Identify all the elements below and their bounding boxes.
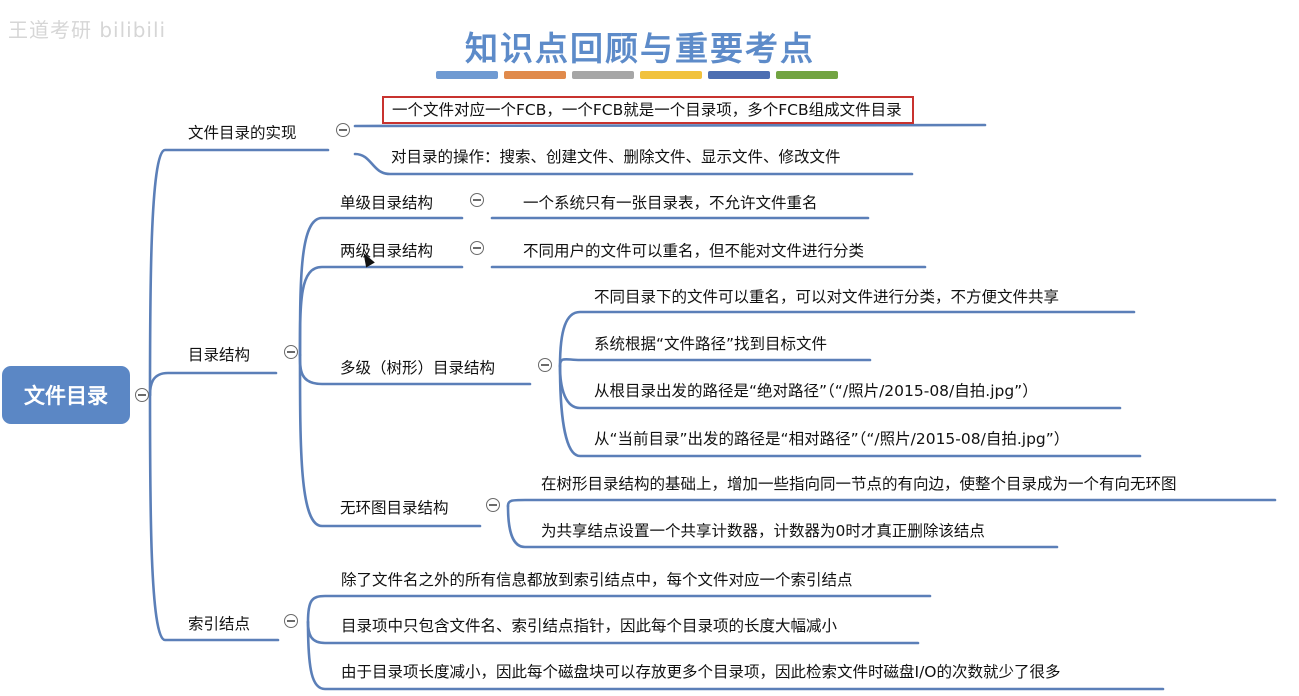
color-bar: [708, 71, 770, 79]
node-two-level[interactable]: 两级目录结构: [340, 242, 434, 260]
node-inode-item-2[interactable]: 目录项中只包含文件名、索引结点指针，因此每个目录项的长度大幅减小: [341, 617, 838, 635]
watermark: 王道考研 bilibili: [8, 18, 167, 42]
collapse-icon[interactable]: [284, 345, 298, 359]
node-file-directory-implementation[interactable]: 文件目录的实现: [188, 124, 297, 142]
collapse-icon[interactable]: [135, 388, 149, 402]
collapse-icon[interactable]: [486, 498, 500, 512]
node-directory-operations[interactable]: 对目录的操作：搜索、创建文件、删除文件、显示文件、修改文件: [391, 148, 841, 166]
node-directory-structure[interactable]: 目录结构: [188, 346, 251, 364]
node-multi-level-item-2[interactable]: 系统根据“文件路径”找到目标文件: [594, 335, 828, 353]
root-node[interactable]: 文件目录: [2, 366, 130, 424]
node-acyclic-item-1[interactable]: 在树形目录结构的基础上，增加一些指向同一节点的有向边，使整个目录成为一个有向无环…: [541, 475, 1177, 493]
node-multi-level-item-3[interactable]: 从根目录出发的路径是“绝对路径”（“/照片/2015-08/自拍.jpg”）: [594, 382, 1038, 400]
node-single-level[interactable]: 单级目录结构: [340, 194, 434, 212]
node-single-level-desc[interactable]: 一个系统只有一张目录表，不允许文件重名: [523, 194, 818, 212]
color-bar: [640, 71, 702, 79]
node-inode-item-1[interactable]: 除了文件名之外的所有信息都放到索引结点中，每个文件对应一个索引结点: [341, 571, 853, 589]
color-bar: [776, 71, 838, 79]
node-acyclic-graph[interactable]: 无环图目录结构: [340, 499, 449, 517]
node-inode-item-3[interactable]: 由于目录项长度减小，因此每个磁盘块可以存放更多个目录项，因此检索文件时磁盘I/O…: [341, 663, 1061, 681]
collapse-icon[interactable]: [284, 614, 298, 628]
node-multi-level-item-1[interactable]: 不同目录下的文件可以重名，可以对文件进行分类，不方便文件共享: [594, 288, 1060, 306]
page-title: 知识点回顾与重要考点: [465, 29, 815, 68]
title-color-bars: [436, 71, 838, 79]
collapse-icon[interactable]: [336, 123, 350, 137]
collapse-icon[interactable]: [538, 358, 552, 372]
node-fcb-highlighted[interactable]: 一个文件对应一个FCB，一个FCB就是一个目录项，多个FCB组成文件目录: [382, 96, 914, 124]
node-multi-level-item-4[interactable]: 从“当前目录”出发的路径是“相对路径”（“/照片/2015-08/自拍.jpg”…: [594, 430, 1070, 448]
color-bar: [572, 71, 634, 79]
node-index-node[interactable]: 索引结点: [188, 615, 251, 633]
color-bar: [504, 71, 566, 79]
node-multi-level[interactable]: 多级（树形）目录结构: [340, 359, 496, 377]
collapse-icon[interactable]: [470, 241, 484, 255]
color-bar: [436, 71, 498, 79]
node-acyclic-item-2[interactable]: 为共享结点设置一个共享计数器，计数器为0时才真正删除该结点: [541, 522, 985, 540]
collapse-icon[interactable]: [470, 193, 484, 207]
node-two-level-desc[interactable]: 不同用户的文件可以重名，但不能对文件进行分类: [523, 242, 865, 260]
